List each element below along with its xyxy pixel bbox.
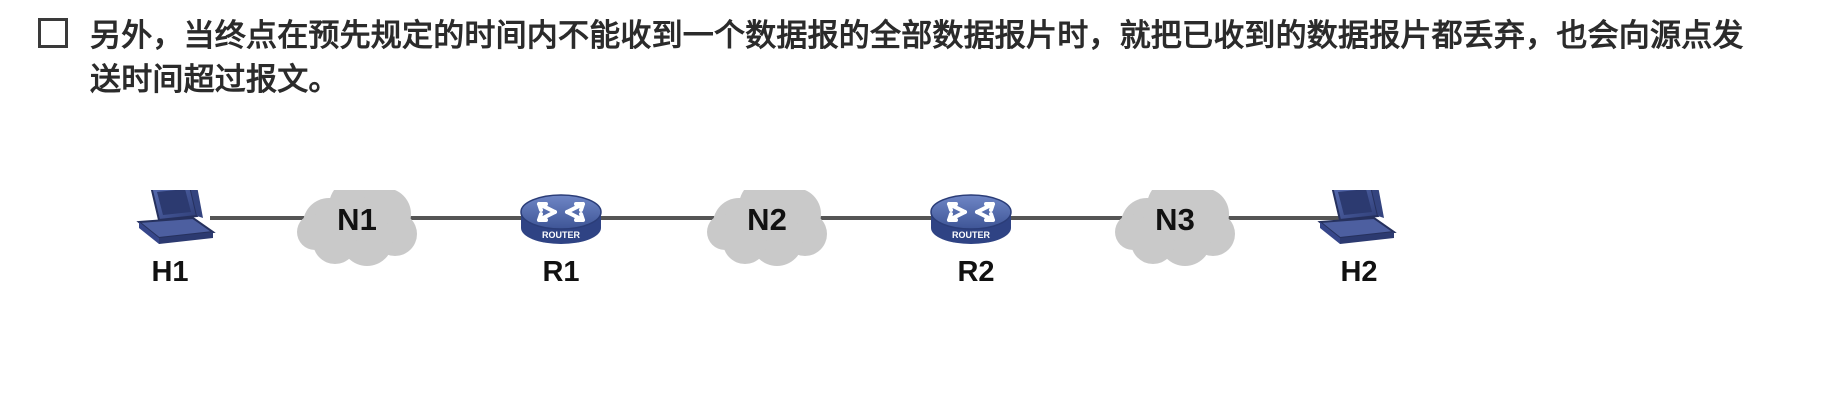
host-label-h1: H1	[151, 256, 189, 288]
bullet-text-line-2: 送时间超过报文。	[90, 62, 340, 98]
host-label-h2: H2	[1340, 256, 1378, 288]
bullet-checkbox-icon	[38, 18, 68, 48]
host-h1-computer-icon	[138, 190, 214, 245]
network-label-n1: N1	[337, 202, 377, 237]
network-diagram-graphics	[138, 190, 1395, 266]
network-label-n3: N3	[1155, 202, 1195, 237]
router-r1-badge: ROUTER	[542, 230, 580, 240]
bullet-text: 另外，当终点在预先规定的时间内不能收到一个数据报的全部数据报片时，就把已收到的数…	[90, 14, 1824, 102]
router-r2-badge: ROUTER	[952, 230, 990, 240]
router-label-r2: R2	[957, 256, 995, 288]
network-label-n2: N2	[747, 202, 787, 237]
network-diagram: ROUTER ROUTER N1 N2 N3 H1 R1 R2 H2	[0, 190, 1824, 360]
bullet-text-line-1: 另外，当终点在预先规定的时间内不能收到一个数据报的全部数据报片时，就把已收到的数…	[90, 18, 1744, 54]
router-label-r1: R1	[542, 256, 580, 288]
